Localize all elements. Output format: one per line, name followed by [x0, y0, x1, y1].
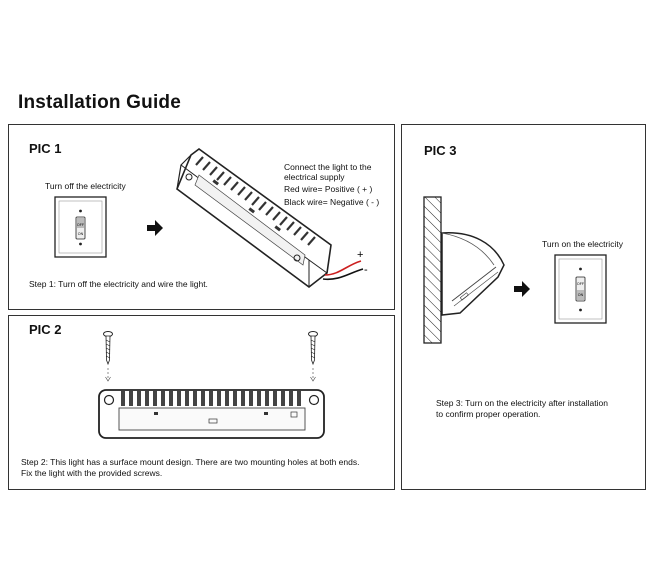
pic2-panel: PIC 2 Step 2: This light has a surface m…: [8, 315, 395, 490]
red-wire-label: Red wire= Positive ( + ): [284, 184, 373, 194]
arrow-right-icon: [514, 281, 530, 297]
plus-sign: +: [357, 249, 363, 261]
light-fixture-illustration: [176, 148, 332, 289]
pic1-title: PIC 1: [29, 141, 62, 156]
black-wire: [322, 268, 364, 281]
step1-text: Step 1: Turn off the electricity and wir…: [29, 279, 208, 289]
light-fixture-top-view: [98, 389, 325, 439]
switch-off-text: OFF: [77, 223, 85, 227]
black-wire-label: Black wire= Negative ( - ): [284, 197, 380, 207]
step2-line1: Step 2: This light has a surface mount d…: [21, 457, 360, 467]
mounted-light-illustration: [441, 232, 505, 316]
switch-off-text: OFF: [577, 282, 585, 286]
red-wire: [324, 260, 362, 276]
pic1-panel: PIC 1 Turn off the electricity Connect t…: [8, 124, 395, 310]
wall-section: [423, 196, 442, 344]
connect-line2: electrical supply: [284, 172, 345, 182]
switch-on-text: ON: [578, 293, 584, 297]
light-switch-off-icon: OFF ON: [54, 196, 107, 258]
light-switch-on-icon: OFF ON: [554, 254, 607, 324]
step2-line2: Fix the light with the provided screws.: [21, 468, 163, 478]
page-title: Installation Guide: [18, 92, 182, 113]
screw-icon: [308, 331, 318, 382]
step3-line2: to confirm proper operation.: [436, 409, 541, 419]
pic3-illustration: OFF ON: [423, 196, 607, 344]
pic2-title: PIC 2: [29, 322, 62, 337]
pic3-panel: PIC 3 Turn on the electricity Step 3: Tu…: [401, 124, 646, 490]
turn-on-label: Turn on the electricity: [542, 239, 623, 249]
arrow-right-icon: [147, 220, 163, 236]
pic3-title: PIC 3: [424, 143, 457, 158]
pic1-illustration: OFF ON: [54, 148, 368, 289]
turn-off-label: Turn off the electricity: [45, 181, 126, 191]
screw-icon: [103, 331, 113, 382]
switch-on-text: ON: [78, 232, 84, 236]
step3-line1: Step 3: Turn on the electricity after in…: [436, 398, 608, 408]
pic2-illustration: [98, 331, 325, 439]
connect-line1: Connect the light to the: [284, 162, 372, 172]
minus-sign: -: [364, 264, 368, 276]
